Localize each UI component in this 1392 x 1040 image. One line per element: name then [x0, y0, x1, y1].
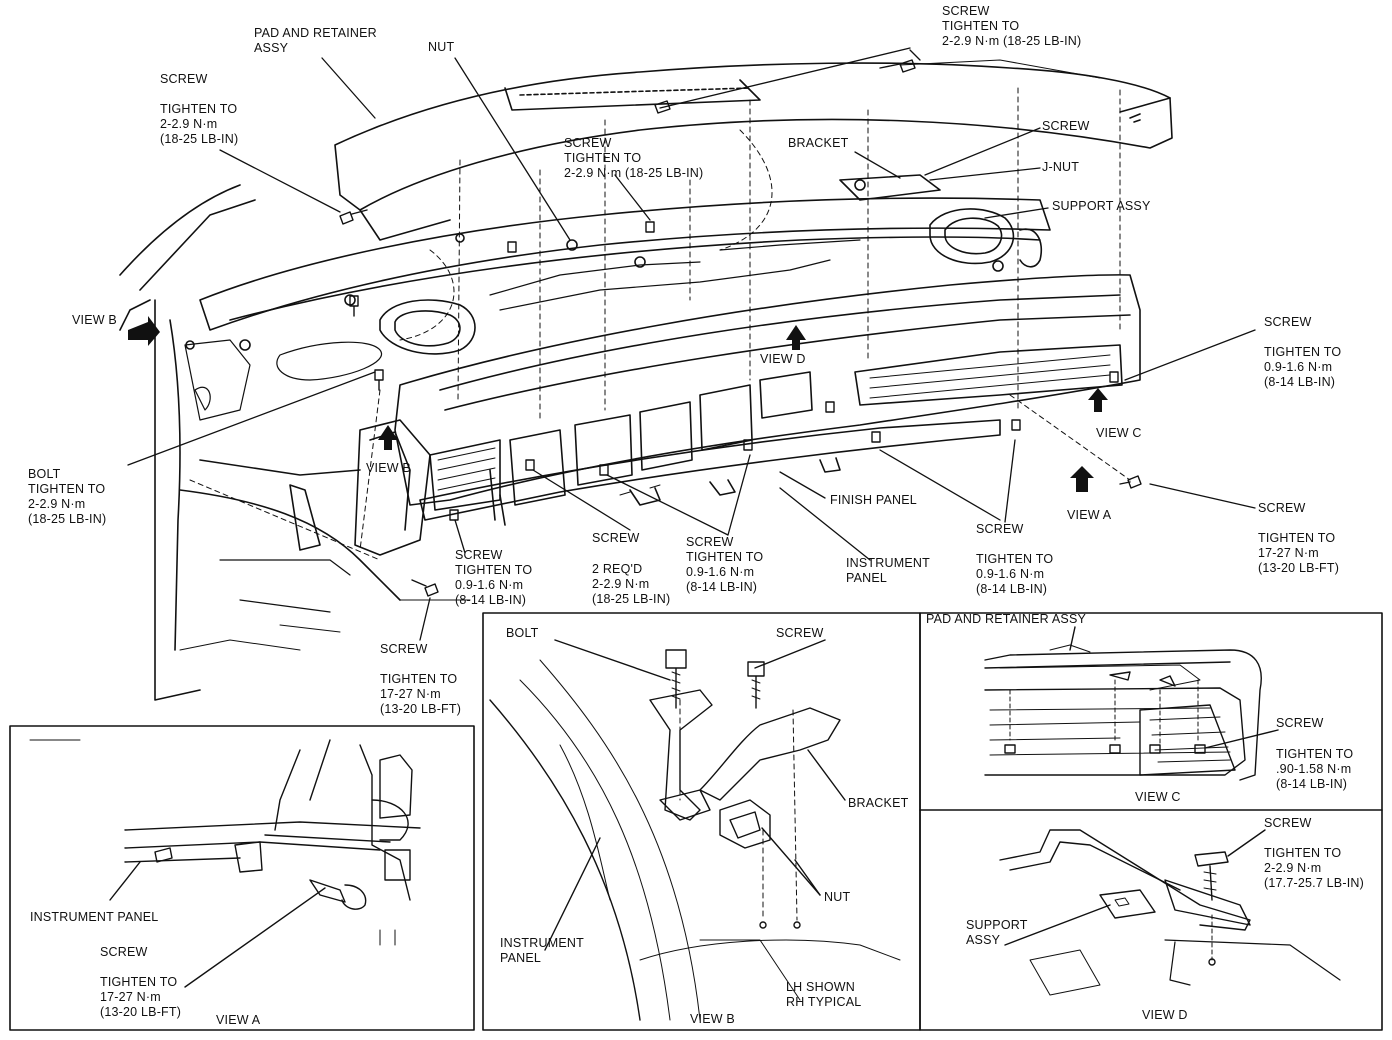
label-finish-panel: FINISH PANEL	[830, 493, 917, 507]
label-screw-lower-left: SCREW TIGHTEN TO 0.9-1.6 N·m (8-14 LB-IN…	[455, 548, 533, 607]
label-view-b-arrow: VIEW B	[72, 313, 117, 327]
instrument-panel-body	[354, 274, 1141, 556]
view-c-label-pad-retainer: PAD AND RETAINER ASSY	[926, 612, 1087, 626]
view-b-label-screw: SCREW	[776, 626, 824, 640]
label-tighten-view-a: TIGHTEN TO 17-27 N·m (13-20 LB-FT)	[1258, 531, 1340, 575]
label-screw-left: SCREW	[160, 72, 208, 86]
view-b-label-nut: NUT	[824, 890, 851, 904]
label-view-c-arrow: VIEW C	[1096, 426, 1142, 440]
label-2-reqd: 2 REQ'D 2-2.9 N·m (18-25 LB-IN)	[592, 562, 671, 606]
label-nut-top: NUT	[428, 40, 455, 54]
view-b-label-bracket: BRACKET	[848, 796, 909, 810]
finish-panel	[419, 419, 1001, 521]
pad-retainer-assy	[334, 59, 1173, 241]
view-b-drawing	[489, 639, 901, 1021]
view-a-label-tighten: TIGHTEN TO 17-27 N·m (13-20 LB-FT)	[100, 975, 182, 1019]
label-tighten-lower-mid: TIGHTEN TO 0.9-1.6 N·m (8-14 LB-IN)	[976, 552, 1054, 596]
label-tighten-left: TIGHTEN TO 2-2.9 N·m (18-25 LB-IN)	[160, 102, 239, 146]
label-j-nut: J-NUT	[1042, 160, 1080, 174]
view-c-label-tighten: TIGHTEN TO .90-1.58 N·m (8-14 LB-IN)	[1276, 747, 1354, 791]
label-screw-bracket: SCREW	[1042, 119, 1090, 133]
leader-lines	[127, 47, 1256, 641]
view-a-caption: VIEW A	[216, 1013, 261, 1027]
view-d-label-support: SUPPORT ASSY	[966, 918, 1028, 947]
label-bolt-left: BOLT TIGHTEN TO 2-2.9 N·m (18-25 LB-IN)	[28, 467, 107, 526]
label-screw-lower-center: SCREW TIGHTEN TO 0.9-1.6 N·m (8-14 LB-IN…	[686, 535, 764, 594]
fasteners	[339, 59, 1142, 597]
view-d-label-screw: SCREW	[1264, 816, 1312, 830]
label-view-b-lower: VIEW B	[366, 461, 411, 475]
view-d-drawing	[999, 829, 1341, 996]
view-d-label-tighten: TIGHTEN TO 2-2.9 N·m (17.7-25.7 LB-IN)	[1264, 846, 1364, 890]
view-a-drawing	[29, 739, 421, 988]
view-a-label-instrument-panel: INSTRUMENT PANEL	[30, 910, 159, 924]
vehicle-body	[119, 184, 471, 701]
label-screw-view-a: SCREW	[1258, 501, 1306, 515]
label-screw-lower-mid: SCREW	[976, 522, 1024, 536]
view-b-label-lh-shown: LH SHOWN RH TYPICAL	[786, 980, 862, 1009]
label-instrument-panel-main: INSTRUMENT PANEL	[846, 556, 930, 585]
label-bracket: BRACKET	[788, 136, 849, 150]
label-view-a-arrow: VIEW A	[1067, 508, 1112, 522]
support-assy	[185, 174, 1051, 381]
label-screw-top-right: SCREW TIGHTEN TO 2-2.9 N·m (18-25 LB-IN)	[942, 4, 1082, 48]
view-a-label-screw: SCREW	[100, 945, 148, 959]
view-arrows	[128, 316, 1108, 492]
label-view-d-arrow: VIEW D	[760, 352, 806, 366]
alignment-lines	[189, 87, 1131, 561]
label-support-assy: SUPPORT ASSY	[1052, 199, 1151, 213]
view-d-caption: VIEW D	[1142, 1008, 1188, 1022]
view-b-label-bolt: BOLT	[506, 626, 539, 640]
label-tighten-right: TIGHTEN TO 0.9-1.6 N·m (8-14 LB-IN)	[1264, 345, 1342, 389]
label-screw-bottom: SCREW	[380, 642, 428, 656]
view-c-drawing	[984, 626, 1279, 781]
label-tighten-bottom: TIGHTEN TO 17-27 N·m (13-20 LB-FT)	[380, 672, 462, 716]
view-b-label-instrument-panel: INSTRUMENT PANEL	[500, 936, 584, 965]
label-pad-retainer: PAD AND RETAINER ASSY	[254, 26, 377, 55]
label-screw-center: SCREW TIGHTEN TO 2-2.9 N·m (18-25 LB-IN)	[564, 136, 704, 180]
label-screw-right: SCREW	[1264, 315, 1312, 329]
view-c-label-screw: SCREW	[1276, 716, 1324, 730]
view-b-caption: VIEW B	[690, 1012, 735, 1026]
inset-frames	[9, 612, 1383, 1031]
label-screw-2req: SCREW	[592, 531, 640, 545]
view-c-caption: VIEW C	[1135, 790, 1181, 804]
